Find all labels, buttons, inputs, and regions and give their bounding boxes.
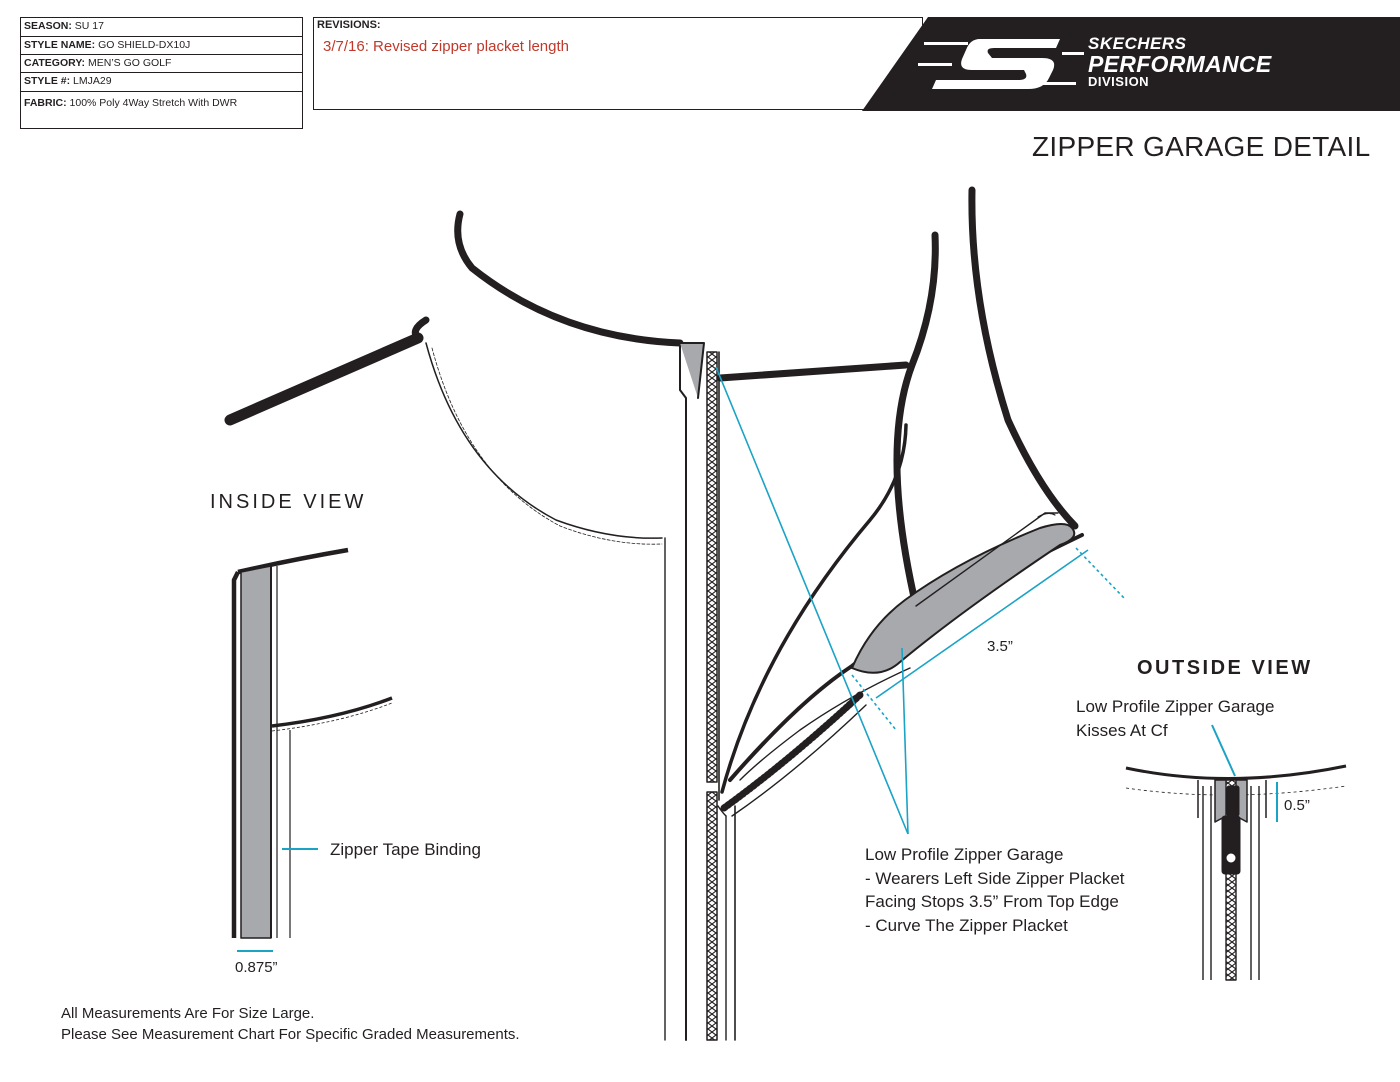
garage-callout: Low Profile Zipper Garage - Wearers Left…: [865, 843, 1125, 937]
spec-table: SEASON: SU 17 STYLE NAME: GO SHIELD-DX10…: [20, 17, 303, 129]
outside-callout: Low Profile Zipper Garage Kisses At Cf: [1076, 695, 1274, 742]
page-title: ZIPPER GARAGE DETAIL: [1032, 131, 1371, 162]
inside-width-dimension: 0.875”: [235, 959, 278, 976]
inside-view-title: INSIDE VIEW: [210, 491, 367, 513]
spec-row-style-name: STYLE NAME: GO SHIELD-DX10J: [21, 37, 302, 55]
spec-row-category: CATEGORY: MEN’S GO GOLF: [21, 55, 302, 73]
outside-drop-dimension: 0.5”: [1284, 797, 1310, 814]
footer-note-1: All Measurements Are For Size Large.: [61, 1005, 315, 1022]
outside-view-drawing: [1125, 764, 1347, 981]
brand-logo-band: [862, 17, 1400, 111]
brand-line-3: DIVISION: [1088, 74, 1150, 89]
revision-entry: 3/7/16: Revised zipper placket length: [323, 38, 569, 55]
brand-line-2: PERFORMANCE: [1088, 51, 1272, 77]
skechers-s-logo-icon: [918, 39, 1084, 89]
spec-row-fabric: FABRIC: 100% Poly 4Way Stretch With DWR: [24, 97, 238, 109]
main-callouts: [715, 366, 1125, 835]
outside-callout-line-1: Low Profile Zipper Garage: [1076, 697, 1275, 716]
garage-callout-line-3: Facing Stops 3.5” From Top Edge: [865, 892, 1119, 911]
outside-callout-line-2: Kisses At Cf: [1076, 720, 1168, 740]
inside-view-callouts: [237, 848, 318, 952]
main-garment-drawing: [224, 186, 1084, 1041]
spec-row-style-number: STYLE #: LMJA29: [21, 73, 302, 92]
zipper-tape-binding-label: Zipper Tape Binding: [330, 840, 481, 859]
garage-callout-line-2: - Wearers Left Side Zipper Placket: [865, 868, 1125, 888]
outside-view-title: OUTSIDE VIEW: [1137, 657, 1313, 679]
garage-callout-line-1: Low Profile Zipper Garage: [865, 845, 1064, 864]
garage-callout-line-4: - Curve The Zipper Placket: [865, 915, 1068, 935]
brand-line-1: SKECHERS: [1088, 34, 1187, 53]
footer-note-2: Please See Measurement Chart For Specifi…: [61, 1026, 520, 1043]
inside-view-drawing: [231, 547, 393, 939]
spec-row-season: SEASON: SU 17: [21, 18, 302, 37]
revisions-title: REVISIONS:: [317, 19, 381, 31]
revisions-box: REVISIONS: 3/7/16: Revised zipper placke…: [313, 17, 923, 110]
footer-notes: All Measurements Are For Size Large. Ple…: [61, 1003, 520, 1045]
outside-view-callouts: [1211, 724, 1278, 822]
facing-length-dimension: 3.5”: [987, 638, 1013, 655]
